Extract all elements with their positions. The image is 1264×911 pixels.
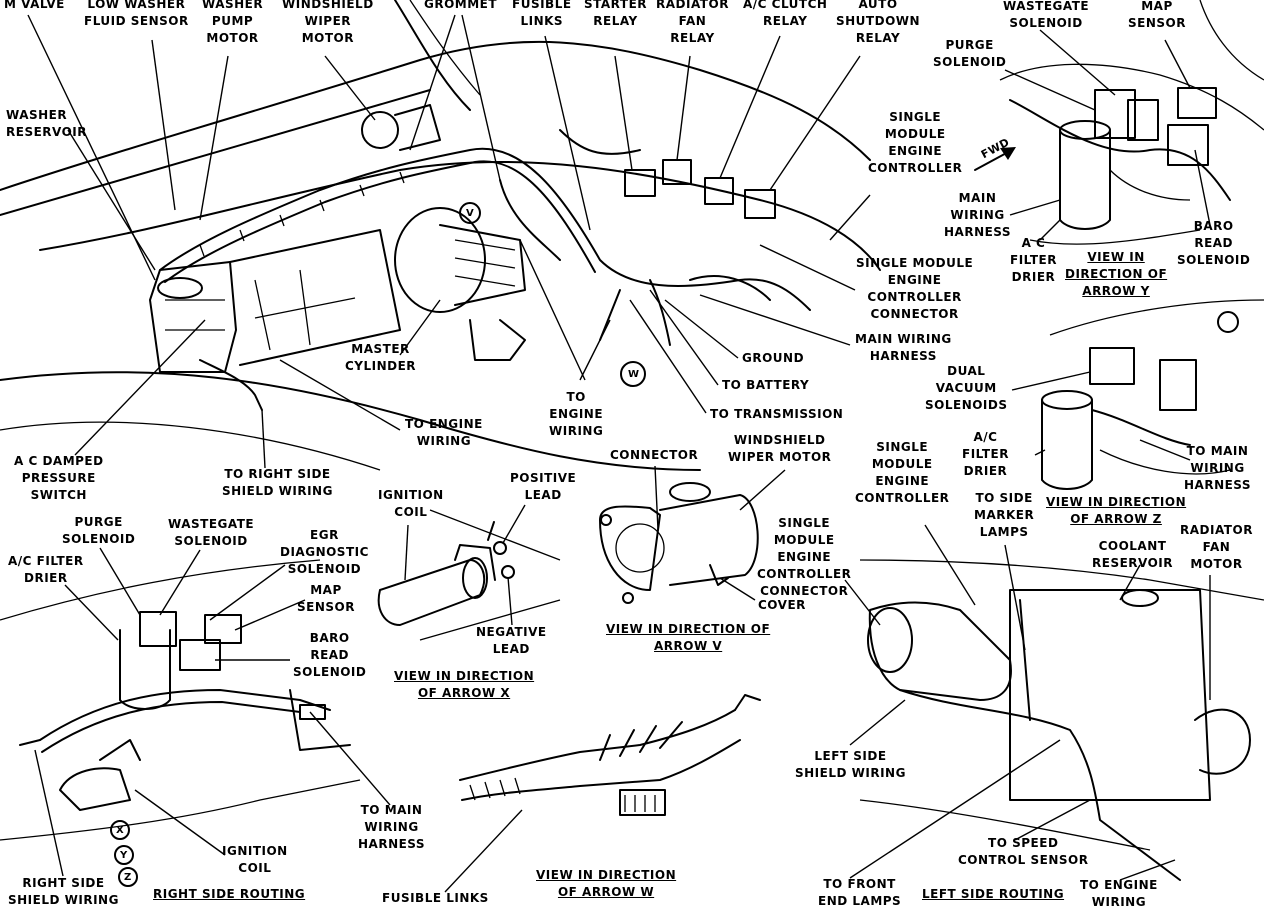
fusible-links-label: FUSIBLE LINKS	[512, 0, 572, 28]
ac-clutch-relay-label: A/C CLUTCH RELAY	[743, 0, 828, 28]
right-side-routing-title: RIGHT SIDE ROUTING	[153, 887, 306, 901]
arrow-w-marker: W	[628, 369, 640, 380]
arrow-v-marker: V	[466, 208, 475, 219]
engine-compartment-drawing	[0, 0, 881, 471]
to-engine-wiring-label-2: TO ENGINE WIRING	[405, 417, 483, 448]
view-v-title: VIEW IN DIRECTION OF ARROW V	[606, 622, 771, 653]
leader-lines	[27, 14, 1211, 893]
left-to-engine-wiring-label: TO ENGINE WIRING	[1080, 878, 1158, 909]
view-v-connector-label: CONNECTOR	[610, 448, 699, 462]
left-to-side-marker-lamps-label: TO SIDE MARKER LAMPS	[974, 491, 1035, 539]
view-z-to-main-wiring-harness-label: TO MAIN WIRING HARNESS	[1184, 444, 1252, 492]
view-w-title: VIEW IN DIRECTION OF ARROW W	[536, 868, 677, 899]
right-baro-read-solenoid-label: BARO READ SOLENOID	[293, 631, 367, 679]
radiator-fan-relay-label: RADIATOR FAN RELAY	[656, 0, 729, 45]
low-washer-fluid-sensor-label: LOW WASHER FLUID SENSOR	[84, 0, 189, 28]
ground-label: GROUND	[742, 351, 805, 365]
left-side-routing-title: LEFT SIDE ROUTING	[922, 887, 1065, 901]
to-engine-wiring-label-1: TO ENGINE WIRING	[549, 390, 604, 438]
view-y-purge-solenoid-label: PURGE SOLENOID	[933, 38, 1007, 69]
left-to-front-end-lamps-label: TO FRONT END LAMPS	[818, 877, 902, 908]
left-single-module-engine-controller-label: SINGLE MODULE ENGINE CONTROLLER	[855, 440, 950, 505]
view-z-ac-filter-drier-label: A/C FILTER DRIER	[962, 430, 1009, 478]
arrow-y-marker: Y	[120, 850, 128, 861]
washer-pump-motor-label: WASHER PUMP MOTOR	[202, 0, 264, 45]
view-z-dual-vacuum-solenoids-label: DUAL VACUUM SOLENOIDS	[925, 364, 1008, 412]
view-v-drawing	[599, 482, 759, 604]
view-y-ac-filter-drier-label: A C FILTER DRIER	[1010, 236, 1057, 284]
right-to-main-wiring-harness-label: TO MAIN WIRING HARNESS	[358, 803, 426, 851]
right-side-shield-wiring-label: RIGHT SIDE SHIELD WIRING	[8, 876, 119, 907]
ac-damped-pressure-switch-label: A C DAMPED PRESSURE SWITCH	[14, 454, 104, 502]
right-ignition-coil-label: IGNITION COIL	[222, 844, 288, 875]
left-radiator-fan-motor-label: RADIATOR FAN MOTOR	[1180, 523, 1253, 571]
view-w-fusible-links-label: FUSIBLE LINKS	[382, 891, 489, 905]
smec-connector-label: SINGLE MODULE ENGINE CONTROLLER CONNECTO…	[856, 256, 974, 321]
to-transmission-label: TO TRANSMISSION	[710, 407, 844, 421]
view-v-windshield-wiper-motor-label: WINDSHIELD WIPER MOTOR	[728, 433, 832, 464]
view-y-main-wiring-harness-label: MAIN WIRING HARNESS	[944, 191, 1012, 239]
left-side-shield-wiring-label: LEFT SIDE SHIELD WIRING	[795, 749, 906, 780]
view-z-drawing	[1041, 299, 1264, 490]
view-y-drawing	[974, 0, 1264, 245]
left-side-routing-drawing	[859, 559, 1264, 881]
view-z-title: VIEW IN DIRECTION OF ARROW Z	[1046, 495, 1187, 526]
view-v-cover-label: COVER	[758, 598, 806, 612]
view-y-wastegate-solenoid-label: WASTEGATE SOLENOID	[1003, 0, 1090, 30]
starter-relay-label: STARTER RELAY	[584, 0, 648, 28]
view-x-title: VIEW IN DIRECTION OF ARROW X	[394, 669, 535, 700]
master-cylinder-label: MASTER CYLINDER	[345, 342, 417, 373]
view-x-drawing	[377, 509, 561, 641]
view-y-baro-read-solenoid-label: BARO READ SOLENOID	[1177, 219, 1251, 267]
right-map-sensor-label: MAP SENSOR	[297, 583, 355, 614]
left-smec-connector-label: SINGLE MODULE ENGINE CONTROLLER CONNECTO…	[757, 516, 852, 598]
m-valve-label: M VALVE	[4, 0, 65, 11]
arrow-z-marker: Z	[124, 872, 132, 883]
right-ac-filter-drier-label: A/C FILTER DRIER	[8, 554, 84, 585]
arrow-x-marker: X	[116, 825, 125, 836]
main-wiring-harness-label: MAIN WIRING HARNESS	[855, 332, 952, 363]
to-right-side-shield-wiring-label: TO RIGHT SIDE SHIELD WIRING	[222, 467, 333, 498]
view-x-negative-lead-label: NEGATIVE LEAD	[476, 625, 547, 656]
left-coolant-reservoir-label: COOLANT RESERVOIR	[1092, 539, 1173, 570]
left-to-speed-control-sensor-label: TO SPEED CONTROL SENSOR	[958, 836, 1089, 867]
right-purge-solenoid-label: PURGE SOLENOID	[62, 515, 136, 546]
right-egr-diagnostic-solenoid-label: EGR DIAGNOSTIC SOLENOID	[280, 528, 369, 576]
view-y-title: VIEW IN DIRECTION OF ARROW Y	[1065, 250, 1168, 298]
view-x-positive-lead-label: POSITIVE LEAD	[510, 471, 577, 502]
right-side-routing-drawing	[0, 559, 361, 887]
washer-reservoir-label: WASHER RESERVOIR	[6, 108, 87, 139]
view-x-ignition-coil-label: IGNITION COIL	[378, 488, 444, 519]
grommet-label: GROMMET	[424, 0, 498, 11]
to-battery-label: TO BATTERY	[722, 378, 810, 392]
auto-shutdown-relay-label: AUTO SHUTDOWN RELAY	[836, 0, 921, 45]
right-wastegate-solenoid-label: WASTEGATE SOLENOID	[168, 517, 255, 548]
windshield-wiper-motor-label: WINDSHIELD WIPER MOTOR	[282, 0, 374, 45]
view-y-map-sensor-label: MAP SENSOR	[1128, 0, 1186, 30]
single-module-engine-controller-label: SINGLE MODULE ENGINE CONTROLLER	[868, 110, 963, 175]
view-w-drawing	[459, 694, 761, 816]
